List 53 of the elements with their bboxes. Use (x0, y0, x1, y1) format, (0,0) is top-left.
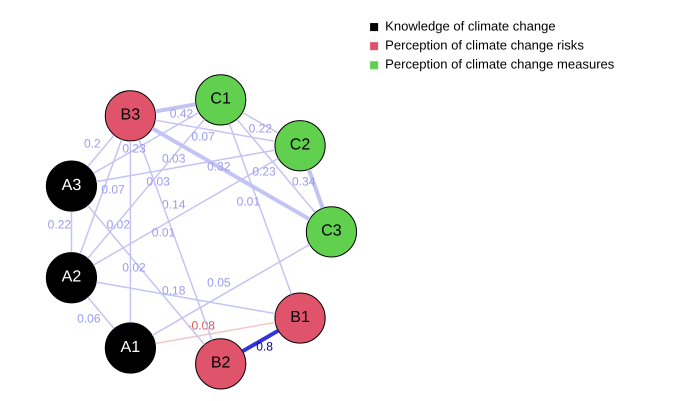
connector (86, 204, 205, 345)
node-circle: B1 (274, 292, 326, 344)
node-circle: C1 (194, 74, 246, 125)
connector (92, 157, 278, 266)
connector (242, 111, 278, 134)
node-circle: A3 (45, 160, 97, 212)
connector (150, 126, 310, 220)
edge-label: 0.34 (291, 174, 315, 188)
edge-label: 0.2 (83, 136, 100, 150)
legend-label: Knowledge of climate change (384, 18, 556, 33)
connector (86, 118, 205, 258)
connector (154, 102, 196, 113)
edge-label: 0.02 (122, 260, 146, 274)
connector (138, 138, 212, 340)
connector (96, 280, 275, 314)
connector (86, 134, 114, 167)
connector (78, 138, 122, 254)
edge-label: 0.23 (252, 164, 276, 178)
edge-label: 0.07 (190, 128, 214, 143)
edge-label: 0.23 (122, 141, 146, 156)
edge-label: 0.03 (146, 174, 170, 188)
connector (241, 328, 278, 352)
legend-label: Perception of climate change risks (384, 37, 584, 52)
node-circle: C2 (274, 120, 326, 171)
edge-label: 0.42 (169, 106, 193, 120)
connector (129, 140, 131, 322)
connector (236, 118, 316, 212)
edge-label: 0.22 (248, 120, 272, 135)
edge-label: 0.01 (151, 224, 175, 239)
edge-label: 0.06 (76, 310, 100, 325)
edge-label: 0.8 (256, 339, 272, 354)
edge-label: 0.05 (206, 275, 230, 290)
edge-label: 0.18 (162, 282, 185, 297)
connector (92, 111, 199, 174)
node-circle: B2 (194, 338, 246, 389)
edge-label: 0.32 (206, 158, 230, 173)
connector (96, 148, 275, 182)
edge-label: 0.22 (47, 216, 71, 231)
node-circle: B3 (104, 90, 156, 141)
edge-label: 0.01 (236, 194, 260, 208)
edge-label: 0.03 (161, 150, 185, 165)
edge-label: 0.07 (100, 182, 124, 196)
connector (154, 321, 275, 344)
connector (228, 122, 292, 294)
legend-label: Perception of climate change measures (384, 56, 614, 72)
connector (86, 296, 114, 328)
connector (306, 168, 324, 208)
node-circle: A2 (45, 252, 97, 303)
node-circle: A1 (104, 322, 156, 374)
connector (154, 118, 275, 142)
node-circle: C3 (305, 206, 357, 257)
connector (70, 210, 72, 252)
connector (151, 243, 310, 336)
